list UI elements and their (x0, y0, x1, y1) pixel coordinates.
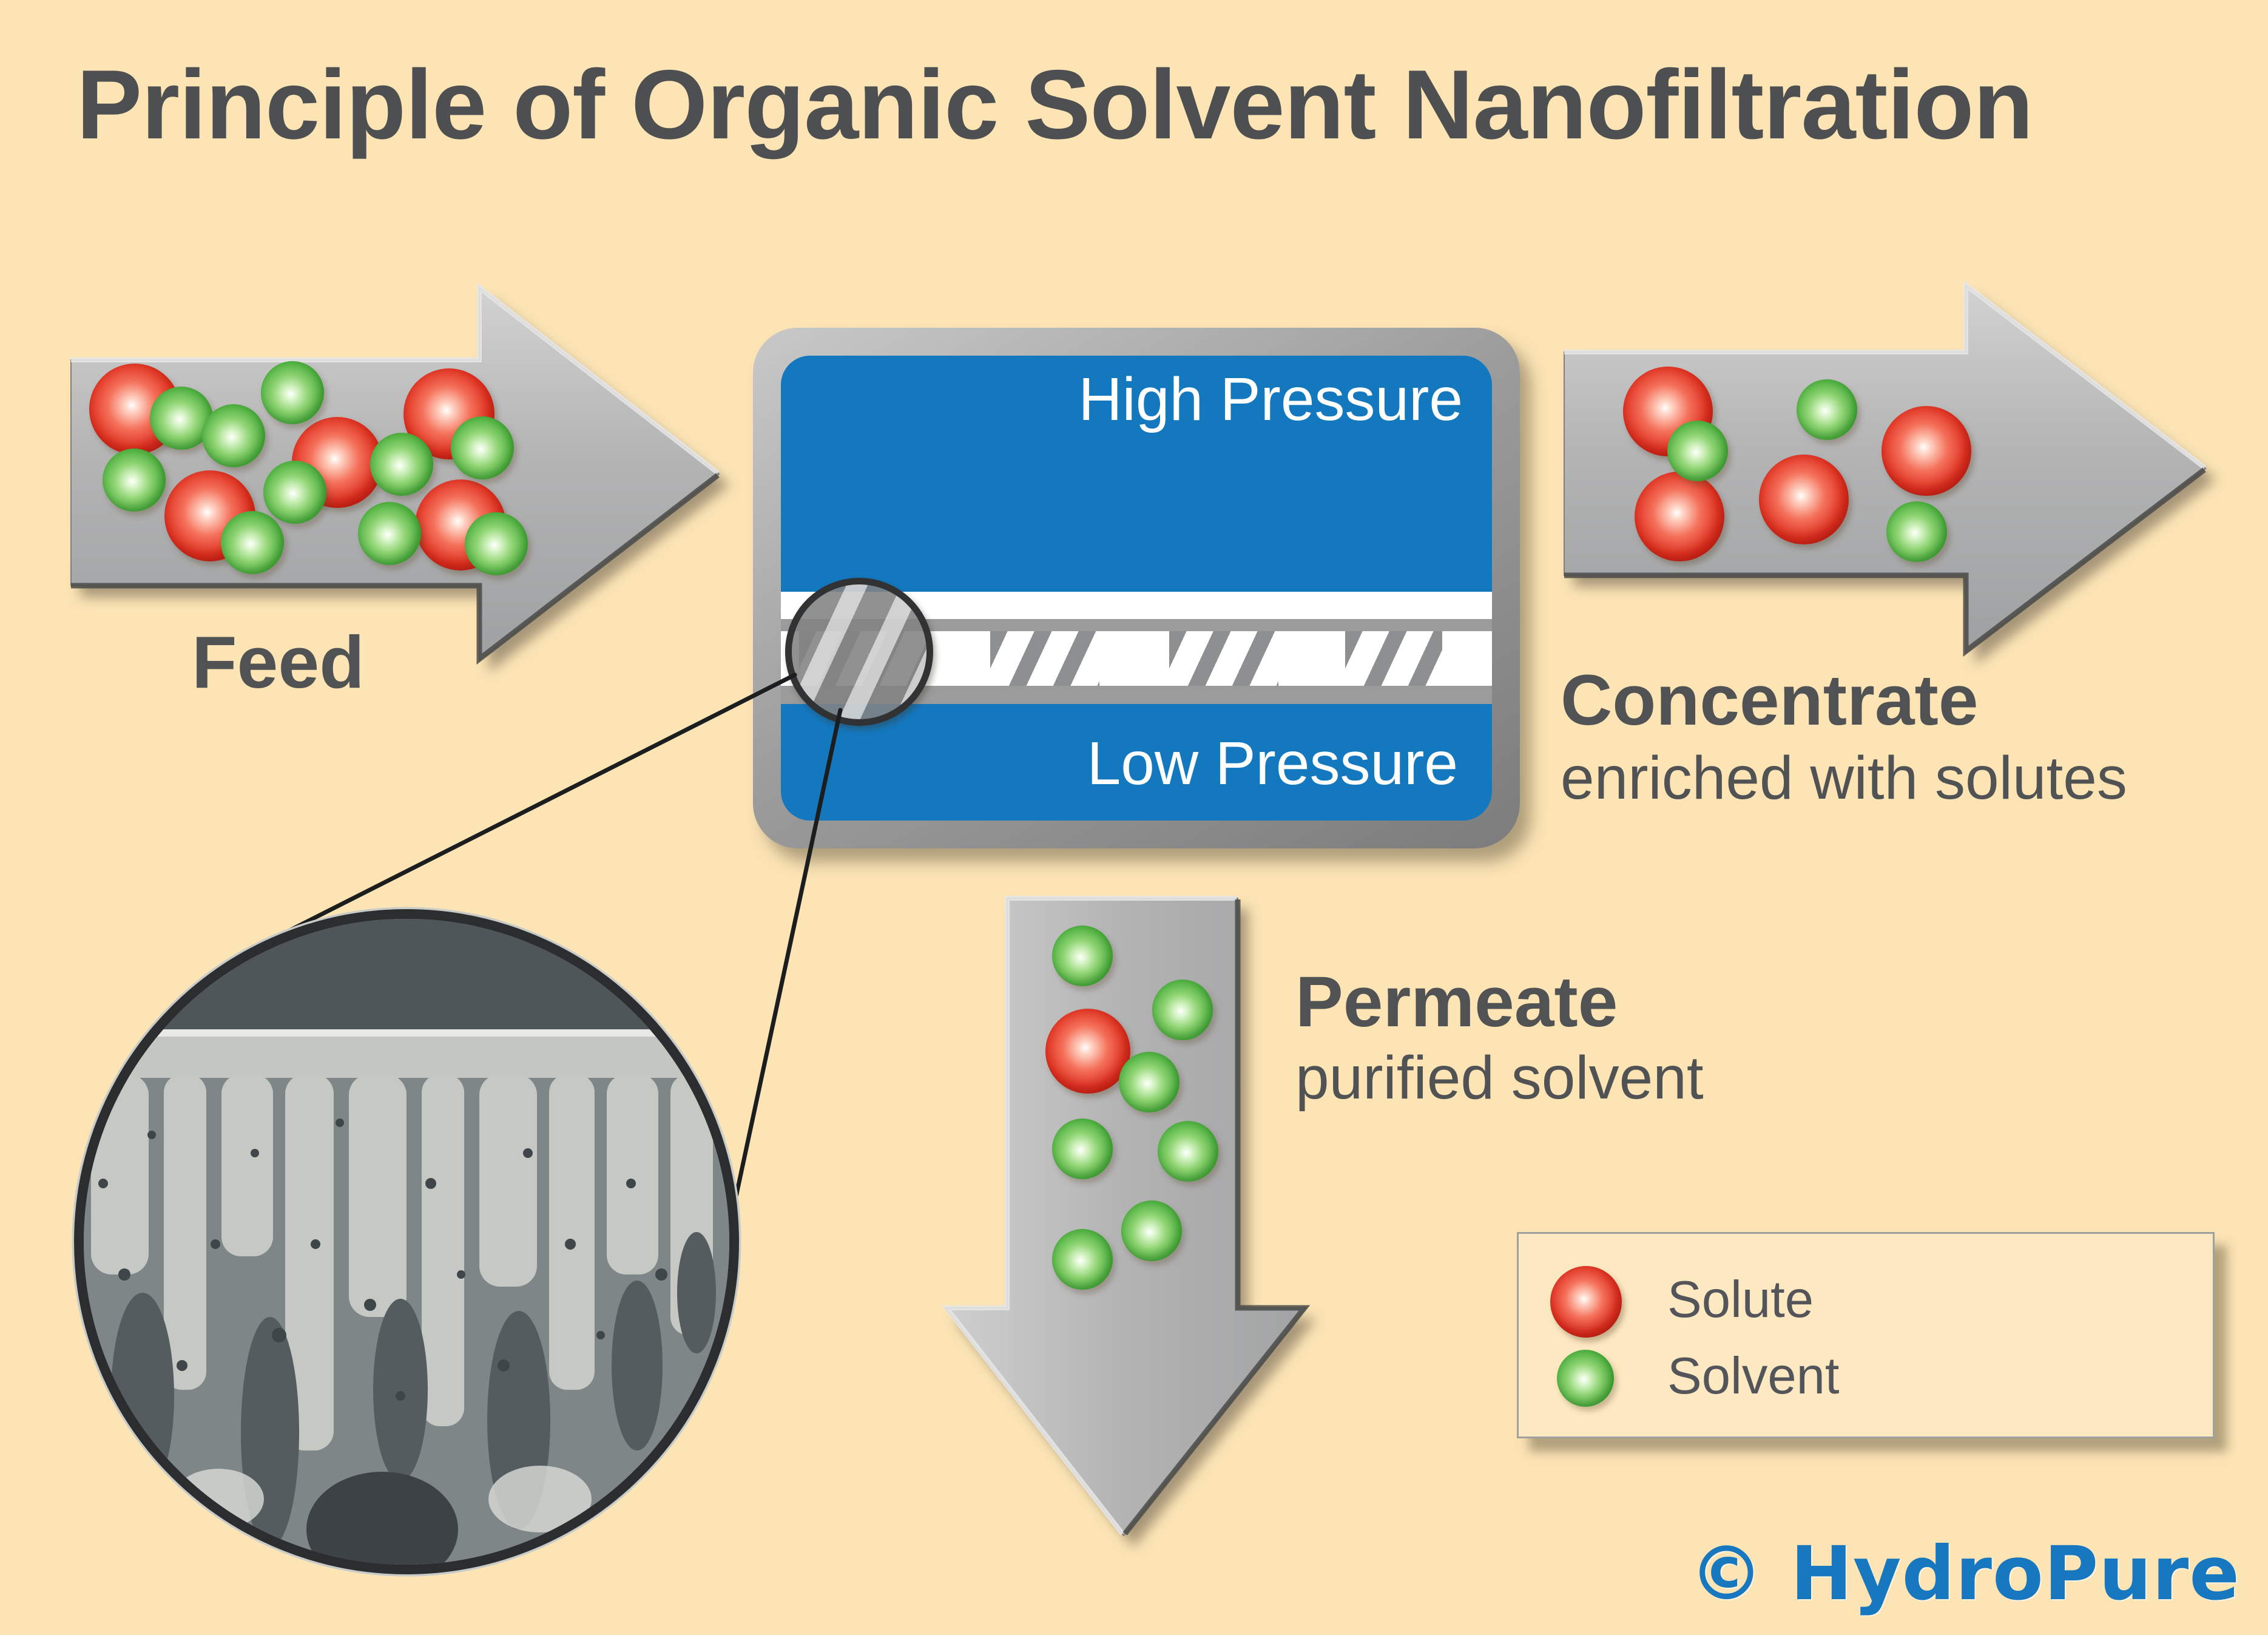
page-title: Principle of Organic Solvent Nanofiltrat… (76, 50, 2033, 160)
solvent-sphere (1052, 1229, 1113, 1290)
solvent-sphere (451, 416, 514, 479)
solute-sphere (1045, 1009, 1130, 1094)
connector-line (261, 672, 797, 946)
membrane-module: High Pressure Low Pressure (753, 328, 1520, 848)
solvent-sphere (1797, 379, 1857, 440)
legend-solute-label: Solute (1667, 1271, 1814, 1329)
solvent-swatch (1557, 1350, 1614, 1407)
solvent-sphere (1886, 501, 1947, 562)
sem-micrograph-inset (72, 907, 741, 1577)
solvent-sphere (1119, 1052, 1180, 1112)
membrane-hatch-segment (1345, 631, 1442, 686)
low-pressure-label: Low Pressure (1087, 729, 1458, 797)
membrane-hatch-segment (1169, 631, 1278, 686)
solvent-sphere (370, 433, 433, 496)
solute-sphere (1882, 406, 1971, 496)
solvent-sphere (1052, 926, 1113, 986)
brand-logo: © HydroPure (1689, 1531, 2240, 1617)
solute-swatch (1550, 1266, 1622, 1338)
solvent-sphere (1158, 1121, 1218, 1182)
solvent-sphere (358, 502, 421, 565)
pressure-chamber: High Pressure Low Pressure (781, 356, 1492, 821)
solvent-sphere (202, 404, 265, 467)
solvent-sphere (263, 461, 326, 524)
concentrate-sublabel: enriched with solutes (1561, 744, 2127, 812)
solvent-sphere (465, 512, 528, 575)
magnifier-circle (785, 578, 933, 726)
permeate-sublabel: purified solvent (1295, 1044, 1704, 1112)
permeate-label: Permeate (1295, 962, 1618, 1042)
legend-solvent-label: Solvent (1667, 1347, 1840, 1405)
solvent-sphere (1052, 1119, 1113, 1179)
high-pressure-label: High Pressure (1078, 365, 1463, 433)
solvent-sphere (1152, 980, 1213, 1040)
legend-box: Solute Solvent (1517, 1232, 2215, 1438)
solvent-sphere (1121, 1200, 1182, 1261)
solvent-sphere (221, 511, 284, 574)
solute-sphere (1635, 472, 1724, 561)
membrane-hatch-segment (990, 631, 1099, 686)
solvent-sphere (1667, 421, 1728, 481)
solvent-sphere (103, 449, 166, 512)
feed-label: Feed (192, 621, 365, 703)
sem-image-content (84, 919, 729, 1565)
concentrate-label: Concentrate (1561, 660, 1979, 740)
solvent-sphere (261, 361, 324, 424)
solute-sphere (1759, 455, 1849, 544)
